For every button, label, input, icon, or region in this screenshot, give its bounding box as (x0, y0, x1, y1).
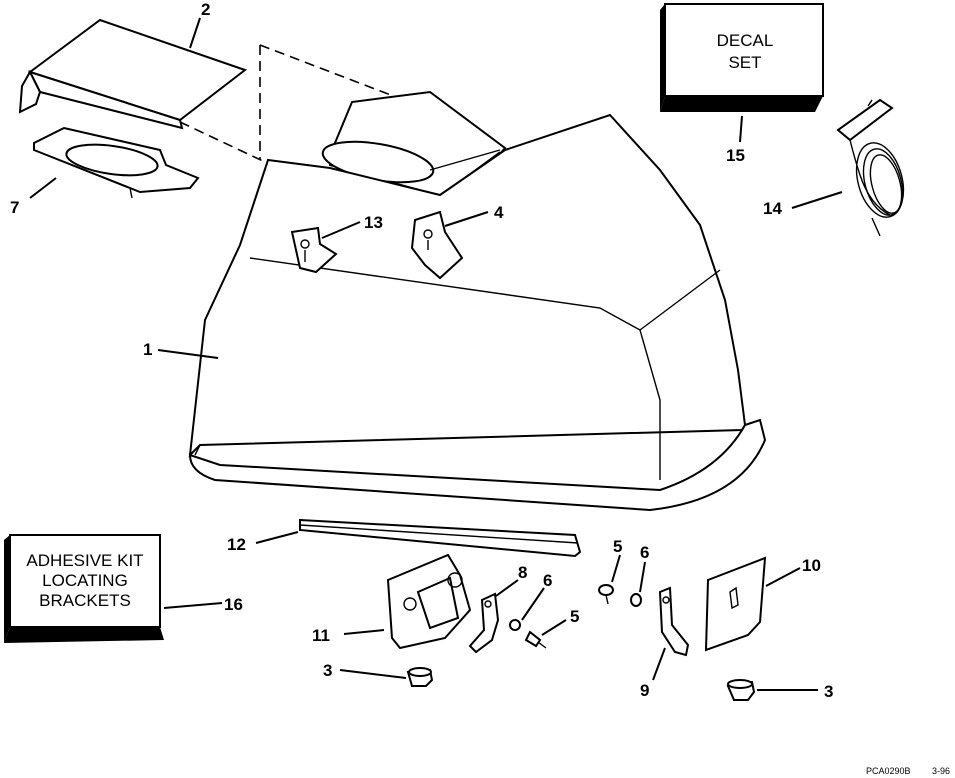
callout-2: 2 (201, 0, 210, 19)
adhesive-label-line1: ADHESIVE KIT (26, 551, 143, 570)
callout-3-left: 3 (323, 661, 332, 680)
part-6-washer-right (630, 593, 642, 607)
callout-7: 7 (10, 198, 19, 217)
part-1-motor-cover (188, 90, 767, 512)
part-11-bracket (386, 553, 472, 650)
callout-12: 12 (227, 535, 246, 554)
callout-14: 14 (763, 199, 782, 218)
footer-date: 3-96 (932, 766, 950, 776)
part-3-grommet-left (406, 667, 434, 687)
adhesive-label-line3: BRACKETS (39, 591, 131, 610)
decal-label-line2: SET (728, 53, 761, 72)
callout-3-right: 3 (824, 682, 833, 701)
callout-1: 1 (143, 340, 152, 359)
footer-code: PCA0290B (866, 766, 911, 776)
callout-11: 11 (312, 626, 330, 645)
part-4-latch-bracket (410, 210, 464, 280)
part-2-access-cover (18, 18, 248, 130)
callout-5-right: 5 (613, 537, 622, 556)
part-5-screw-left (524, 630, 547, 649)
decal-label-line1: DECAL (717, 31, 774, 50)
part-8-angle-bracket (468, 592, 500, 654)
part-9-long-bracket (658, 586, 690, 657)
callout-13: 13 (364, 213, 383, 232)
part-7-gasket (33, 126, 200, 199)
adhesive-kit-box: ADHESIVE KIT LOCATING BRACKETS (4, 534, 164, 643)
callout-4: 4 (494, 203, 504, 222)
part-10-plate (704, 556, 767, 652)
callout-16: 16 (224, 595, 243, 614)
part-12-seal-strip (299, 518, 582, 558)
part-14-cable (836, 98, 905, 237)
part-5-screw-right (598, 584, 614, 605)
callout-5-left: 5 (570, 607, 579, 626)
callout-9: 9 (640, 681, 649, 700)
callout-6-left: 6 (543, 571, 552, 590)
part-6-washer-left (509, 619, 521, 631)
callout-6-right: 6 (640, 543, 649, 562)
callout-15: 15 (726, 146, 745, 165)
adhesive-label-line2: LOCATING (42, 571, 128, 590)
leader-lines (29, 17, 843, 691)
callout-10: 10 (802, 556, 821, 575)
part-3-grommet-right (726, 679, 756, 701)
footer: PCA0290B 3-96 (866, 766, 950, 776)
callout-8: 8 (518, 563, 527, 582)
part-13-latch-plate (290, 226, 338, 274)
callout-labels: 2 7 1 13 4 15 14 12 11 8 6 5 5 6 10 9 3 … (10, 0, 833, 701)
decal-set-box: DECAL SET (660, 3, 824, 112)
